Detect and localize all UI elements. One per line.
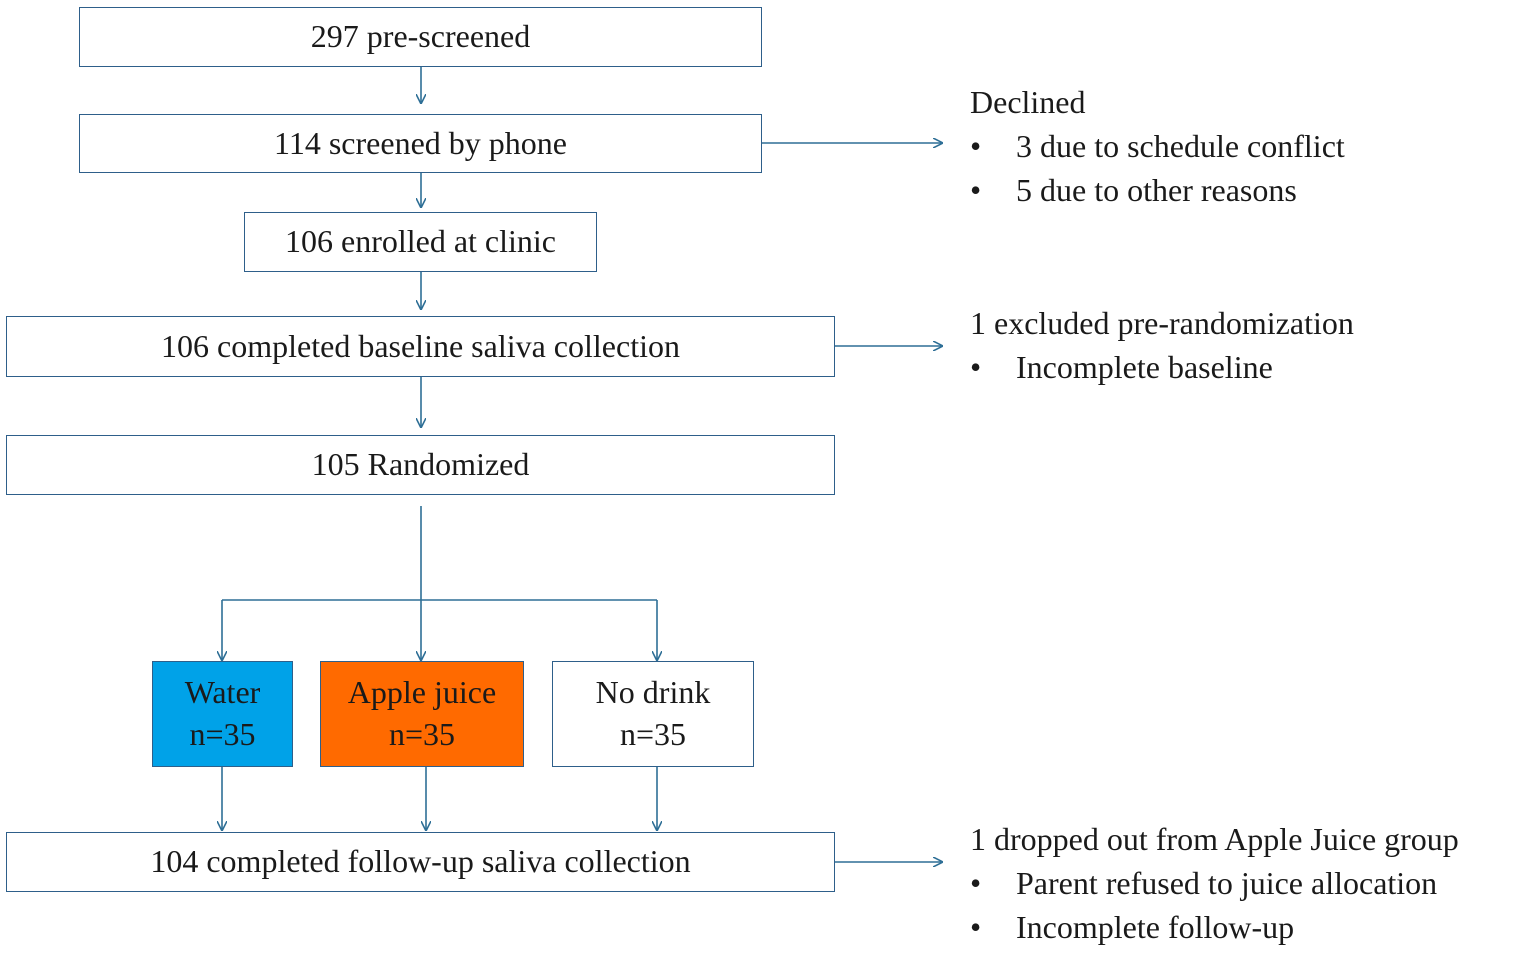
phone-screened-label: 114 screened by phone xyxy=(274,124,567,161)
prescreened-box: 297 pre-screened xyxy=(79,7,762,67)
declined-list: • 3 due to schedule conflict • 5 due to … xyxy=(970,124,1345,212)
declined-note: Declined • 3 due to schedule conflict • … xyxy=(970,80,1345,212)
baseline-box: 106 completed baseline saliva collection xyxy=(6,316,835,377)
randomized-box: 105 Randomized xyxy=(6,435,835,495)
prescreened-label: 297 pre-screened xyxy=(310,18,531,55)
declined-heading: Declined xyxy=(970,84,1086,120)
followup-box: 104 completed follow-up saliva collectio… xyxy=(6,832,835,892)
dropped-item-refused: Parent refused to juice allocation xyxy=(1016,865,1438,901)
dropped-list: • Parent refused to juice allocation • I… xyxy=(970,861,1459,949)
arm-no-drink-n: n=35 xyxy=(619,716,687,752)
randomized-label: 105 Randomized xyxy=(311,446,530,483)
excluded-list: • Incomplete baseline xyxy=(970,345,1354,389)
arm-water-n: n=35 xyxy=(189,716,256,752)
bullet-icon: • xyxy=(970,865,982,901)
list-item: • Incomplete baseline xyxy=(970,345,1354,389)
bullet-icon: • xyxy=(970,349,982,385)
arm-no-drink-name: No drink xyxy=(595,674,711,711)
arm-apple-juice-name: Apple juice xyxy=(347,674,497,711)
excluded-note: 1 excluded pre-randomization • Incomplet… xyxy=(970,301,1354,389)
list-item: • Incomplete follow-up xyxy=(970,905,1459,949)
arm-water-box: Water n=35 xyxy=(152,661,293,767)
baseline-label: 106 completed baseline saliva collection xyxy=(161,327,680,364)
excluded-item-baseline: Incomplete baseline xyxy=(1016,349,1273,385)
list-item: • Parent refused to juice allocation xyxy=(970,861,1459,905)
arm-apple-juice-n: n=35 xyxy=(388,716,456,752)
dropped-heading: 1 dropped out from Apple Juice group xyxy=(970,821,1459,857)
excluded-heading: 1 excluded pre-randomization xyxy=(970,305,1354,341)
arm-water-name: Water xyxy=(184,674,261,711)
declined-item-schedule: 3 due to schedule conflict xyxy=(1016,128,1345,164)
list-item: • 5 due to other reasons xyxy=(970,168,1345,212)
bullet-icon: • xyxy=(970,128,982,164)
declined-item-other: 5 due to other reasons xyxy=(1016,172,1297,208)
bullet-icon: • xyxy=(970,909,982,945)
dropped-item-incomplete: Incomplete follow-up xyxy=(1016,909,1295,945)
enrolled-label: 106 enrolled at clinic xyxy=(284,223,556,260)
bullet-icon: • xyxy=(970,172,982,208)
phone-screened-box: 114 screened by phone xyxy=(79,114,762,173)
followup-label: 104 completed follow-up saliva collectio… xyxy=(150,843,691,880)
arm-no-drink-box: No drink n=35 xyxy=(552,661,754,767)
list-item: • 3 due to schedule conflict xyxy=(970,124,1345,168)
arm-apple-juice-box: Apple juice n=35 xyxy=(320,661,524,767)
enrolled-box: 106 enrolled at clinic xyxy=(244,212,597,272)
dropped-note: 1 dropped out from Apple Juice group • P… xyxy=(970,817,1459,949)
